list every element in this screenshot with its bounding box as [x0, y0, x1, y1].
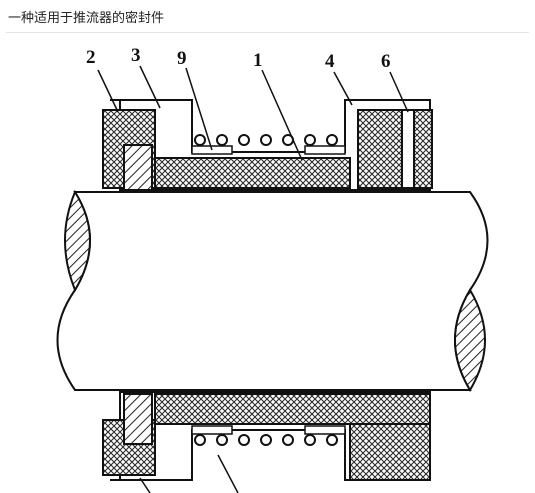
lower-sleeve	[154, 393, 431, 425]
label-6: 6	[381, 51, 391, 72]
upper-ring-6	[401, 109, 415, 189]
upper-right-end-block	[413, 109, 433, 189]
label-4: 4	[325, 51, 335, 72]
shaft-right-break	[454, 288, 486, 392]
shaft-left-break	[64, 189, 91, 293]
page-title: 一种适用于推流器的密封件	[8, 11, 165, 26]
upper-spring-coils	[194, 134, 338, 146]
upper-right-seal-block	[357, 109, 403, 189]
lower-spring-coils	[194, 434, 338, 446]
shaft	[56, 191, 489, 391]
lower-spring-seat-right	[304, 425, 346, 435]
title-divider	[6, 32, 529, 33]
label-9: 9	[177, 48, 187, 69]
lower-right-seal-block	[349, 423, 431, 481]
label-2: 2	[86, 47, 96, 68]
label-3: 3	[131, 45, 141, 66]
leader-lines	[97, 65, 409, 493]
upper-spring-seat-right	[304, 145, 346, 155]
upper-sleeve	[154, 157, 351, 189]
lower-spring-seat-left	[191, 425, 233, 435]
label-1: 1	[253, 50, 263, 71]
upper-insert-2	[123, 144, 153, 191]
lower-insert-2	[123, 393, 153, 445]
